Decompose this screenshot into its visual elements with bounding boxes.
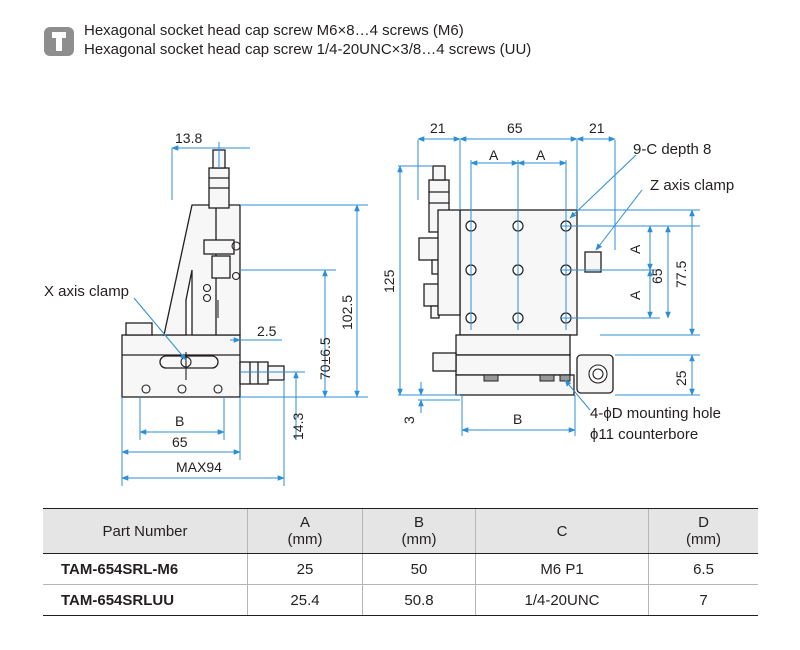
screw-icon [44, 27, 74, 56]
dim-125: 125 [381, 269, 397, 293]
header-d: D(mm) [648, 508, 758, 554]
header-part-number: Part Number [43, 508, 248, 554]
dim-a-1: A [489, 147, 499, 163]
dim-25: 25 [673, 370, 689, 386]
mounting-hole-label: 4-ϕD mounting hole [590, 405, 721, 422]
table-row: TAM-654SRLUU 25.4 50.8 1/4-20UNC 7 [43, 584, 758, 616]
cell-a: 25 [247, 553, 363, 585]
drawing-area: 13.8 X axis clamp 2.5 70±6.5 102.5 14.3 … [44, 120, 734, 486]
screw-note-uu: Hexagonal socket head cap screw 1/4-20UN… [84, 41, 532, 58]
side-view: 13.8 X axis clamp 2.5 70±6.5 102.5 14.3 … [44, 130, 368, 486]
cell-b: 50 [362, 553, 476, 585]
dim-a-v2: A [627, 290, 643, 300]
dim-a-2: A [536, 147, 546, 163]
header-a: A(mm) [247, 508, 363, 554]
dim-max94: MAX94 [176, 459, 222, 475]
dim-65-v: 65 [649, 268, 665, 284]
table-row: TAM-654SRL-M6 25 50 M6 P1 6.5 [43, 553, 758, 585]
dim-b-front: B [513, 411, 522, 427]
screw-note-m6: Hexagonal socket head cap screw M6×8…4 s… [84, 22, 464, 39]
cell-b: 50.8 [362, 584, 476, 616]
dim-14-3: 14.3 [290, 413, 306, 440]
header-b: B(mm) [362, 508, 476, 554]
dim-77-5: 77.5 [673, 261, 689, 288]
counterbore-label: ϕ11 counterbore [590, 426, 698, 443]
dim-b-side: B [175, 413, 184, 429]
cell-d: 6.5 [648, 553, 758, 585]
dim-70: 70±6.5 [317, 337, 333, 380]
dim-2-5: 2.5 [257, 323, 277, 339]
x-axis-clamp-slot [159, 355, 219, 369]
front-view: 21 65 21 A A 9-C depth 8 Z axis clamp A … [381, 120, 734, 443]
cell-c: 1/4-20UNC [475, 584, 649, 616]
dim-21-left: 21 [430, 120, 446, 136]
dim-102-5: 102.5 [339, 295, 355, 330]
side-x-micrometer [239, 361, 269, 385]
cell-part: TAM-654SRLUU [43, 584, 248, 616]
z-axis-clamp-label: Z axis clamp [650, 177, 734, 194]
dim-21-right: 21 [589, 120, 605, 136]
cell-a: 25.4 [247, 584, 363, 616]
dim-65-top: 65 [507, 120, 523, 136]
cell-d: 7 [648, 584, 758, 616]
c-depth-label: 9-C depth 8 [633, 141, 711, 158]
screw-note: Hexagonal socket head cap screw M6×8…4 s… [84, 21, 531, 59]
dim-3: 3 [401, 416, 417, 424]
cell-c: M6 P1 [475, 553, 649, 585]
dim-a-v1: A [627, 244, 643, 254]
side-bracket [163, 204, 241, 336]
x-axis-clamp-label: X axis clamp [44, 283, 129, 300]
dim-65-side: 65 [172, 434, 188, 450]
table-header-row: Part Number A(mm) B(mm) C D(mm) [43, 508, 758, 554]
dim-13-8: 13.8 [175, 130, 202, 146]
cell-part: TAM-654SRL-M6 [43, 553, 248, 585]
front-z-axis-clamp [584, 251, 602, 273]
front-base [455, 374, 575, 396]
header-c: C [475, 508, 649, 554]
spec-table: Part Number A(mm) B(mm) C D(mm) TAM-654S… [43, 508, 758, 616]
